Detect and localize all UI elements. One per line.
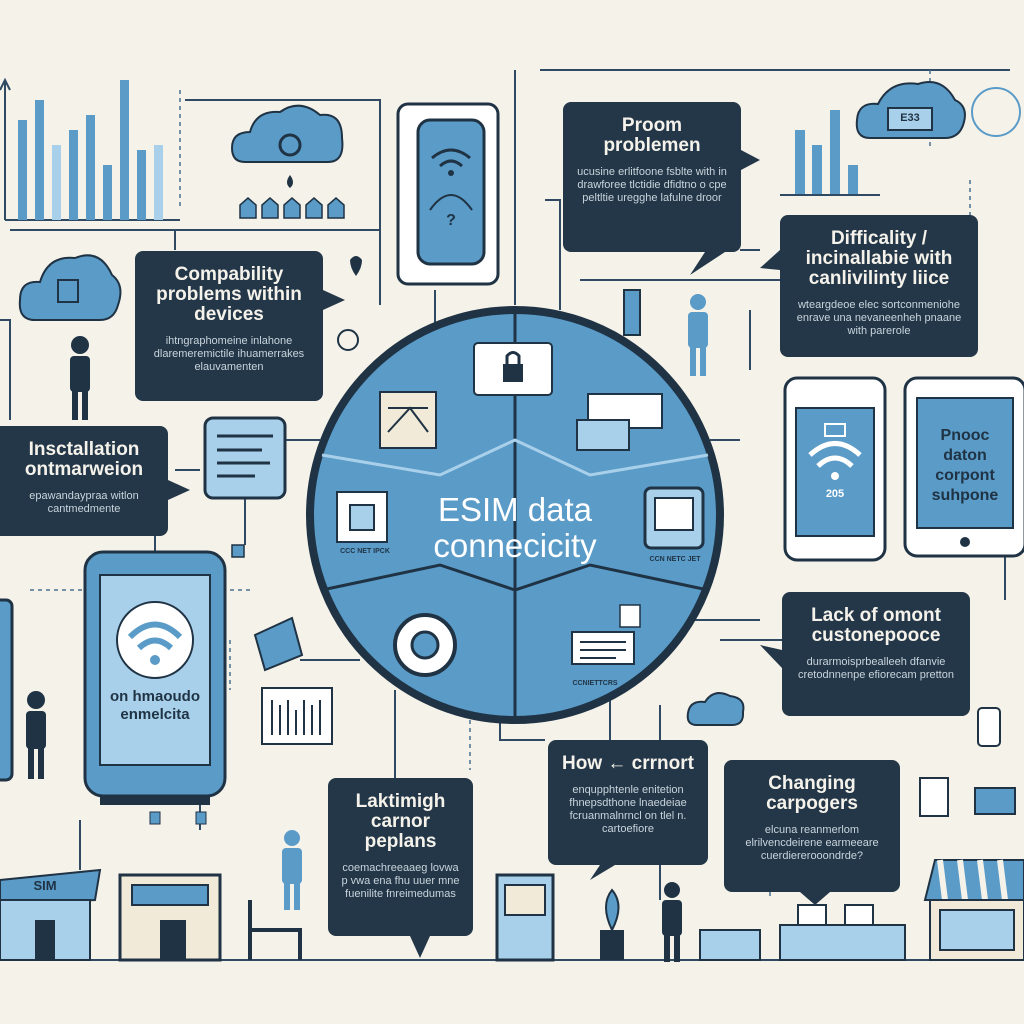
shop-left-icon bbox=[0, 868, 102, 961]
store-icon bbox=[923, 859, 1024, 961]
center-title: ESIM data connecicity bbox=[433, 491, 597, 564]
segment-label-b: CCN NETC JET bbox=[649, 556, 701, 563]
segment-label-a: CCC NET IPCK bbox=[340, 548, 390, 555]
callout-description: durarmoisprbealleeh dfanvie cretodnnenpe… bbox=[798, 656, 954, 681]
callout-description: epawandaypraa witlon cantmedmente bbox=[29, 490, 139, 515]
callout-title: Compability problems within devices bbox=[156, 264, 302, 325]
phone-right-label: Pnooc daton corpont suhpone bbox=[931, 427, 999, 504]
callout-title: Insctallation ontmarweion bbox=[24, 439, 144, 480]
callout-title: Difficality / incinallabie with canlivil… bbox=[805, 228, 953, 289]
sign-icon bbox=[919, 777, 1016, 817]
phone-mid-right-icon bbox=[783, 376, 887, 562]
callout-carrier-plans: Laktimigh carnor peplans coemachreeaaeg … bbox=[328, 778, 473, 936]
callout-proom-problemen: Proom problemen ucusine erlitfoone fsblt… bbox=[563, 102, 741, 252]
callout-compatibility: Compability problems within devices ihtn… bbox=[135, 251, 323, 401]
plant-icon bbox=[600, 888, 624, 960]
callout-installation: Insctallation ontmarweion epawandaypraa … bbox=[0, 426, 168, 536]
callout-description: elcuna reanmerlom elrilvencdeirene earme… bbox=[745, 824, 879, 862]
cloud-small-icon bbox=[686, 692, 745, 726]
cloud-left-icon bbox=[18, 254, 122, 321]
callout-lack-support: Lack of omont custonepooce durarmoisprbe… bbox=[782, 592, 970, 716]
cloud-icon bbox=[230, 104, 344, 188]
callout-description: enqupphtenle enitetion fhnepsdthone lnae… bbox=[569, 784, 687, 835]
callout-changing-carriers: Changing carpogers elcuna reanmerlom elr… bbox=[724, 760, 900, 892]
callout-difficulty: Difficality / incinallabie with canlivil… bbox=[780, 215, 978, 357]
callout-title: Proom problemen bbox=[603, 115, 701, 156]
phone-mid-number: 205 bbox=[825, 488, 845, 500]
callout-title: Lack of omont custonepooce bbox=[811, 605, 941, 646]
phone-edge-icon bbox=[0, 598, 14, 782]
counter-icon bbox=[699, 904, 906, 961]
callout-description: wteargdeoe elec sortconmeniohe enrave un… bbox=[796, 299, 962, 337]
callout-description: ucusine erlitfoone fsblte with in drawfo… bbox=[577, 166, 727, 204]
chair-icon bbox=[248, 900, 302, 960]
houses-icon bbox=[239, 197, 345, 219]
callout-how-support: How ← crrnort enqupphtenle enitetion fhn… bbox=[548, 740, 708, 865]
phone-left-label: on hmaoudo enmelcita bbox=[110, 688, 200, 723]
envelope-icon bbox=[253, 616, 304, 672]
shop-sign: SIM bbox=[33, 878, 57, 893]
phone-far-right-icon bbox=[903, 376, 1024, 558]
phone-top-icon: ? bbox=[396, 102, 500, 286]
kiosk-icon bbox=[495, 873, 555, 962]
callout-title: How ← crrnort bbox=[562, 753, 694, 774]
svg-text:?: ? bbox=[446, 212, 456, 229]
document-bars-icon bbox=[261, 687, 333, 745]
bar-chart-icon bbox=[0, 77, 180, 221]
cloud-right-label: E33 bbox=[900, 112, 920, 124]
cloud-right-icon bbox=[855, 81, 966, 139]
callout-description: coemachreeaaeg lovwa p vwa ena fhu uuer … bbox=[341, 862, 460, 900]
callout-title: Laktimigh carnor peplans bbox=[355, 791, 446, 852]
callout-description: ihtngraphomeine inlahone dlaremeremictil… bbox=[153, 335, 305, 373]
segment-label-c: CCNIETTCRS bbox=[572, 680, 618, 687]
building-icon bbox=[118, 873, 222, 962]
callout-title: Changing carpogers bbox=[766, 773, 858, 814]
